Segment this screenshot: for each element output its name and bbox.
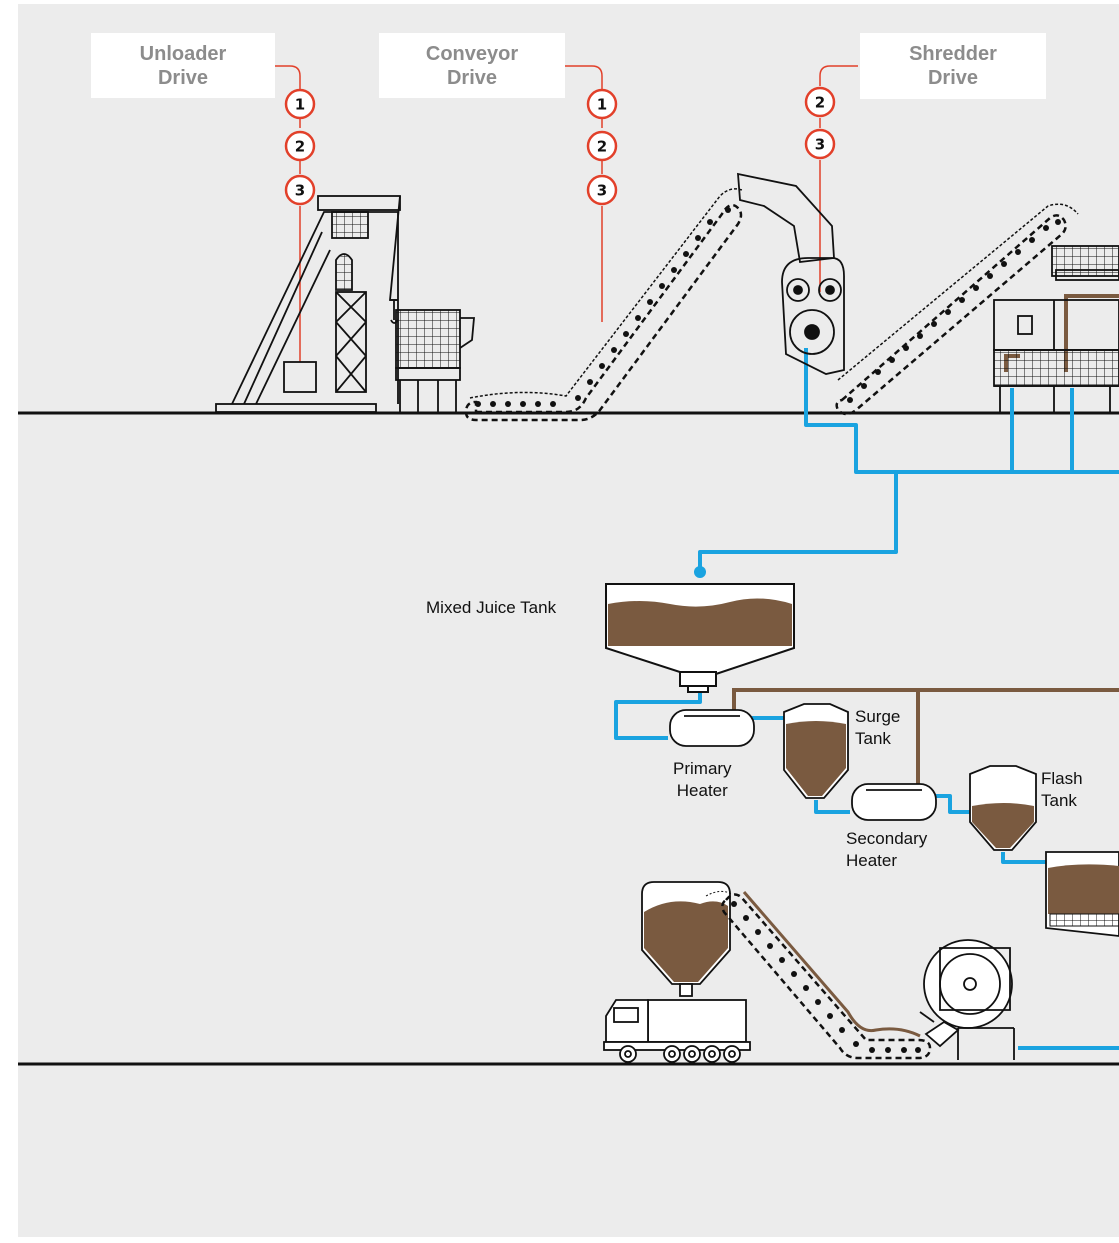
badge-3: 3	[284, 174, 316, 206]
badge-1: 1	[586, 88, 618, 120]
conveyor-belt-icon	[835, 203, 1079, 416]
label-text: Primary	[673, 759, 732, 778]
drive-label-line: Drive	[927, 67, 979, 89]
flash-tank-icon	[969, 765, 1037, 851]
unloader-drive-label: Unloader Drive	[91, 33, 275, 98]
unloader-crane-icon	[215, 195, 401, 413]
secondary-heater-icon	[851, 783, 937, 821]
svg-text:3: 3	[295, 182, 305, 200]
label-text: Flash	[1041, 769, 1083, 788]
bagasse-silo-icon	[641, 881, 733, 997]
svg-text:3: 3	[597, 182, 607, 200]
pipe-junction	[694, 566, 706, 578]
primary-heater-label: Primary Heater	[673, 758, 732, 802]
mixed-juice-tank-icon	[605, 583, 795, 693]
label-text: Tank	[1041, 791, 1077, 810]
juice-pipes	[614, 348, 1119, 1050]
label-text: Surge	[855, 707, 901, 726]
drive-label-line: Shredder	[909, 43, 997, 65]
conveyor-belt-icon	[721, 891, 932, 1060]
drive-label-line: Drive	[157, 66, 209, 89]
hopper-icon	[395, 309, 475, 412]
conveyor-belt-icon	[464, 188, 743, 422]
drive-leader-lines	[275, 65, 858, 362]
clarifier-icon	[1045, 851, 1119, 937]
flash-tank-label: Flash Tank	[1041, 768, 1083, 812]
svg-text:1: 1	[295, 96, 305, 114]
label-text: Secondary	[846, 829, 928, 848]
svg-text:3: 3	[815, 136, 825, 154]
svg-text:2: 2	[597, 138, 607, 156]
truck-icon	[603, 999, 751, 1063]
svg-text:2: 2	[295, 138, 305, 156]
secondary-heater-label: Secondary Heater	[846, 828, 927, 872]
primary-heater-icon	[669, 709, 755, 747]
drive-label-line: Drive	[446, 66, 498, 89]
drive-badges: 1 2 3 1 2 3 2	[284, 86, 836, 206]
badge-2: 2	[586, 130, 618, 162]
label-text: Tank	[855, 729, 891, 748]
conveyor-drive-label: Conveyor Drive	[379, 33, 565, 98]
label-text: Heater	[676, 781, 728, 800]
badge-1: 1	[284, 88, 316, 120]
mill-tandem-icon	[993, 245, 1119, 412]
surge-tank-label: Surge Tank	[855, 706, 900, 750]
mixed-juice-tank-label: Mixed Juice Tank	[426, 597, 556, 619]
svg-text:1: 1	[597, 96, 607, 114]
boiler-icon	[919, 939, 1015, 1060]
badge-3: 3	[586, 174, 618, 206]
surge-tank-icon	[783, 703, 849, 799]
badge-3: 3	[804, 128, 836, 160]
shredder-icon	[737, 172, 845, 375]
label-text: Mixed Juice Tank	[426, 598, 557, 617]
badge-2: 2	[804, 86, 836, 118]
shredder-drive-label: Shredder Drive	[860, 33, 1046, 99]
svg-text:2: 2	[815, 94, 825, 112]
badge-2: 2	[284, 130, 316, 162]
drive-label-line: Conveyor	[425, 42, 519, 65]
drive-label-line: Unloader	[139, 42, 227, 65]
label-text: Heater	[846, 851, 898, 870]
